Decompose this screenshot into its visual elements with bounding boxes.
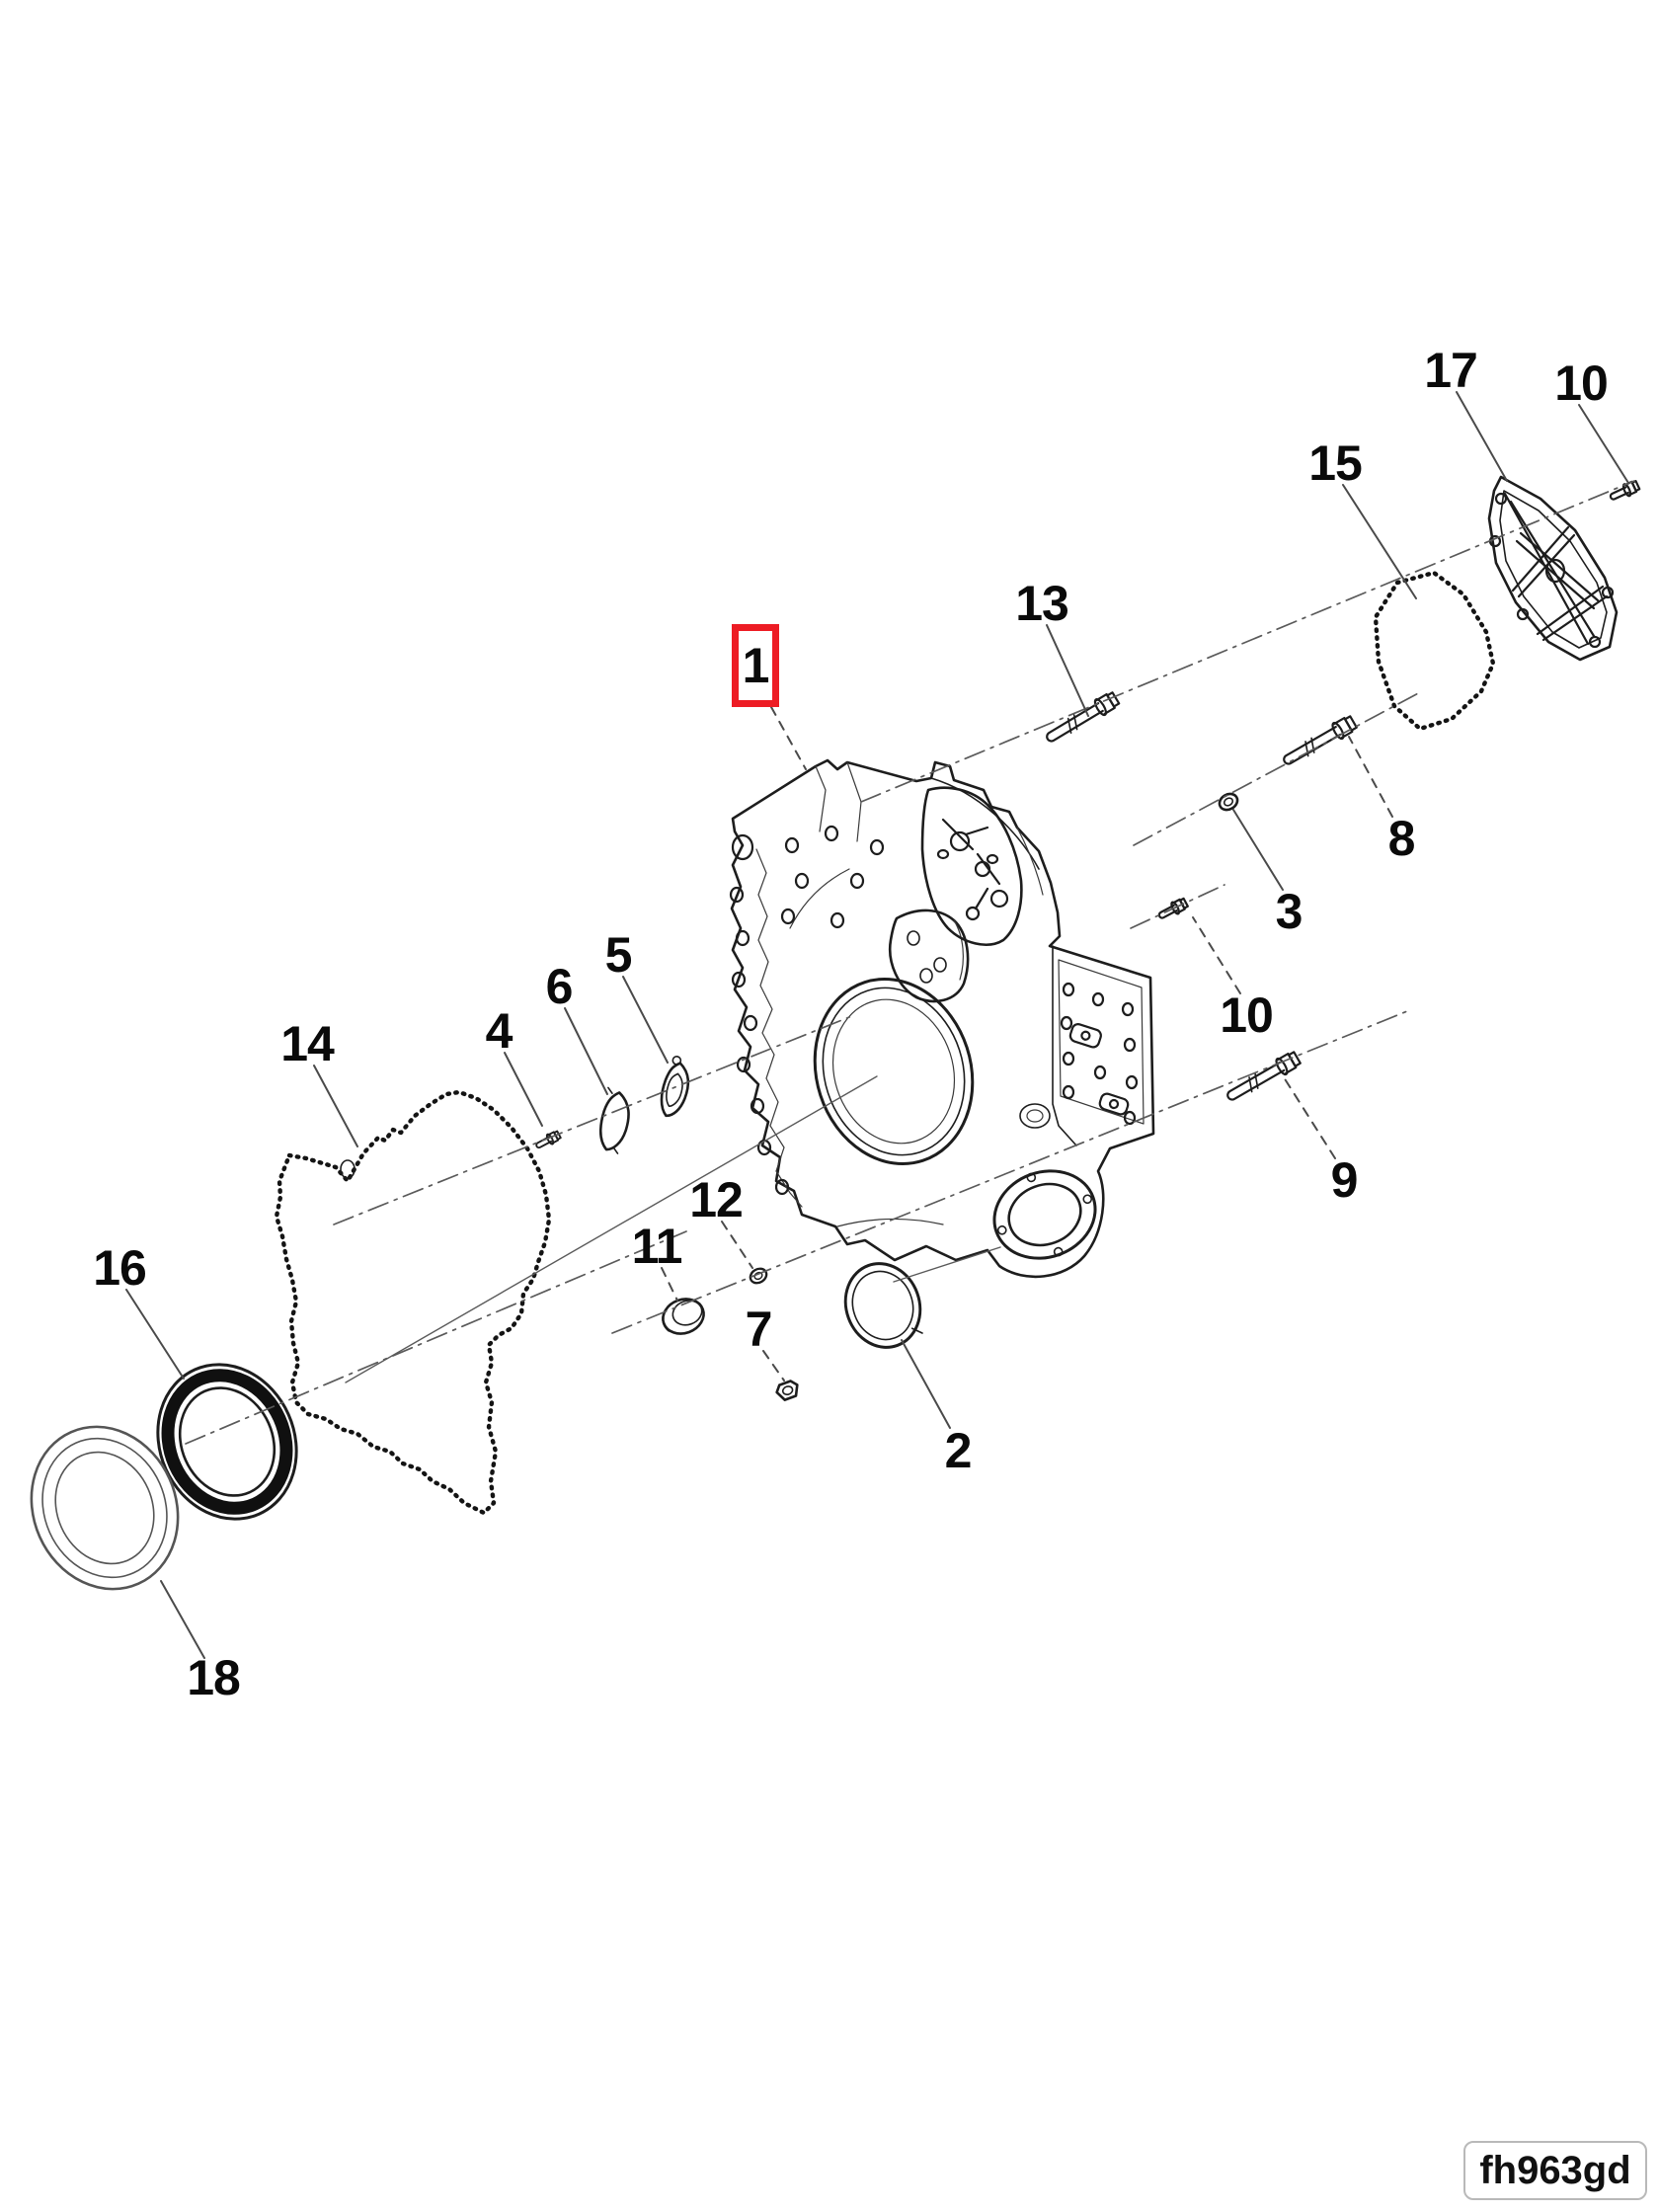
callout-18[interactable]: 18 [187,1650,241,1705]
callout-6[interactable]: 6 [545,959,574,1014]
centerline-1 [860,480,1635,803]
centerline-2 [1133,690,1423,846]
centerline-5 [333,1014,855,1225]
callout-15[interactable]: 15 [1308,435,1363,491]
callout-16[interactable]: 16 [93,1240,147,1296]
part-12-washer [747,1264,770,1288]
leader-line-10 [1192,916,1241,994]
callout-13[interactable]: 13 [1015,576,1069,631]
annotation-lines [125,391,1635,1659]
part-18-oil-seal [30,1425,180,1591]
part-10-bolt-top [1607,478,1642,505]
figure-code-text: fh963gd [1479,2149,1631,2192]
callout-7[interactable]: 7 [745,1302,773,1357]
part-4-bolt [532,1129,563,1152]
figure-code-box: fh963gd [1463,2141,1647,2200]
callout-8[interactable]: 8 [1387,811,1416,866]
part-15-cover-gasket [1373,570,1496,732]
centerline-4 [611,1008,1413,1334]
callout-10[interactable]: 10 [1554,356,1609,411]
centerline-6 [185,1230,687,1445]
part-6-cover-plate-small [598,1086,630,1154]
leader-line-15 [1342,484,1417,599]
callout-14[interactable]: 14 [280,1016,335,1071]
callout-3[interactable]: 3 [1275,884,1304,939]
part-14-gasket [274,1089,552,1516]
part-17-cover-plate [1487,475,1619,662]
callout-1[interactable]: 1 [732,624,779,707]
part-11-cup-plug [662,1298,705,1335]
callout-4[interactable]: 4 [485,1003,514,1059]
callout-2[interactable]: 2 [944,1423,973,1478]
leader-line-5 [622,976,669,1064]
leader-line-18 [160,1580,205,1659]
leader-line-9 [1283,1076,1336,1159]
leader-line-13 [1046,624,1089,717]
leader-line-17 [1456,391,1508,482]
leader-line-1 [770,706,807,770]
callout-11[interactable]: 11 [631,1219,683,1274]
leader-line-8 [1348,736,1393,818]
leader-line-6 [564,1007,608,1095]
centerline-7 [893,1246,1001,1283]
centerline-8 [345,1075,878,1383]
leader-line-14 [313,1065,358,1147]
leader-line-12 [721,1221,753,1269]
part-2-seal [843,1262,923,1349]
callout-17[interactable]: 17 [1424,343,1478,398]
leader-line-7 [762,1350,785,1382]
leader-line-11 [661,1267,678,1302]
callout-9[interactable]: 9 [1330,1152,1359,1208]
leader-line-4 [504,1052,543,1127]
callout-12[interactable]: 12 [689,1172,744,1227]
leader-line-16 [125,1289,185,1380]
callout-5[interactable]: 5 [604,927,633,983]
part-7-nut [775,1380,799,1401]
centerline-3 [1130,884,1225,929]
leader-line-10 [1578,404,1629,484]
part-3-washer [1215,789,1242,815]
part-1-flywheel-housing [729,758,1155,1279]
part-16-wear-sleeve [156,1363,298,1521]
part-5-seal-ring [660,1056,690,1118]
leader-line-3 [1232,809,1284,891]
leader-line-2 [901,1339,951,1429]
callout-10-b[interactable]: 10 [1220,988,1274,1043]
